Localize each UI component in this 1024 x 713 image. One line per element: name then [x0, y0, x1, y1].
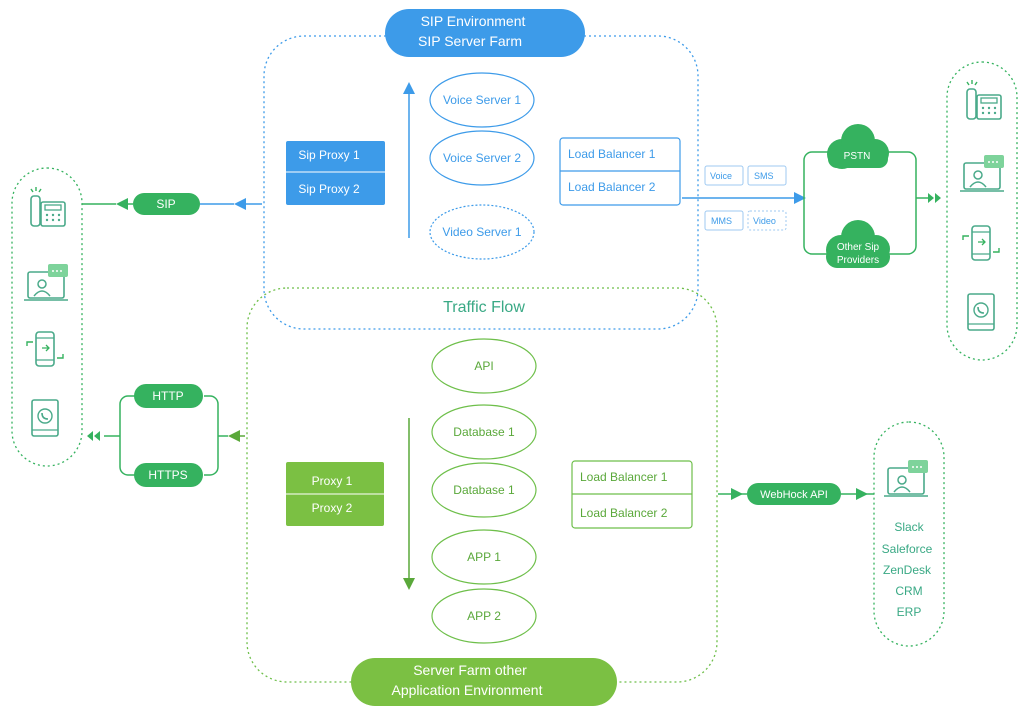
pstn-label: PSTN	[844, 151, 871, 162]
integration-crm: CRM	[895, 584, 922, 598]
app-load-balancer-2: Load Balancer 2	[580, 506, 668, 520]
mobile-sync-icon	[26, 331, 64, 367]
channel-sms-tag	[747, 165, 787, 186]
sip-proxy-2: Sip Proxy 2	[298, 182, 360, 196]
mobile-sync-icon	[962, 225, 1000, 261]
http-pill	[134, 384, 203, 408]
app-2-label: APP 2	[467, 609, 501, 623]
http-bracket-left	[119, 395, 136, 476]
app-proxy-1: Proxy 1	[312, 474, 353, 488]
https-pill	[134, 463, 203, 487]
server-farm-title-1: Server Farm other	[413, 662, 527, 678]
http-bracket-right	[204, 395, 219, 476]
traffic-flow-title: Traffic Flow	[443, 299, 525, 316]
integration-slack: Slack	[894, 520, 924, 534]
server-farm-pill	[351, 658, 617, 706]
channel-video-tag	[747, 210, 787, 231]
server-farm-title-2: Application Environment	[392, 682, 543, 698]
webhook-api-label: WebHock API	[760, 489, 828, 501]
https-label: HTTPS	[148, 468, 187, 482]
http-to-client-arrow	[87, 431, 100, 441]
carrier-devices-container	[946, 61, 1018, 361]
http-label: HTTP	[152, 389, 183, 403]
voice-server-1-node	[429, 72, 535, 128]
integration-zendesk: ZenDesk	[883, 563, 932, 577]
channel-sms-label: SMS	[754, 171, 774, 181]
carrier-bracket	[803, 151, 833, 255]
database-1-label: Database 1	[453, 425, 515, 439]
sip-load-balancer-1: Load Balancer 1	[568, 147, 656, 161]
channel-video-label: Video	[753, 216, 776, 226]
desk-phone-icon	[966, 79, 1002, 120]
tablet-call-icon	[31, 399, 59, 437]
channel-voice-tag	[704, 165, 744, 186]
api-node	[431, 338, 537, 394]
other-sip-line2: Providers	[837, 255, 879, 266]
carrier-right-bracket	[880, 151, 917, 255]
voice-server-2-label: Voice Server 2	[443, 151, 521, 165]
tablet-call-icon	[967, 293, 995, 331]
pstn-cloud	[827, 124, 889, 169]
other-sip-line1: Other Sip	[837, 242, 880, 253]
server-farm-container	[246, 287, 718, 683]
integrations-container	[873, 421, 945, 647]
channel-mms-tag	[704, 210, 744, 231]
channel-mms-label: MMS	[711, 216, 732, 226]
sip-load-balancer-2: Load Balancer 2	[568, 180, 656, 194]
video-chat-icon	[959, 154, 1005, 192]
api-label: API	[474, 359, 493, 373]
video-chat-icon	[883, 459, 929, 497]
video-chat-icon	[23, 263, 69, 301]
integration-erp: ERP	[897, 605, 922, 619]
carrier-out-arrow	[928, 193, 941, 203]
sip-protocol-label: SIP	[156, 197, 175, 211]
app-1-node	[431, 529, 537, 585]
other-sip-providers-cloud	[826, 220, 890, 268]
integration-saleforce: Saleforce	[882, 542, 933, 556]
app-2-node	[431, 588, 537, 644]
voice-server-2-node	[429, 130, 535, 186]
database-1-node	[431, 404, 537, 460]
video-server-1-node	[429, 204, 535, 260]
sip-server-farm-title: SIP Server Farm	[418, 33, 522, 49]
webhook-api-pill	[747, 483, 841, 505]
app-load-balancer-1: Load Balancer 1	[580, 470, 668, 484]
database-2-node	[431, 462, 537, 518]
voice-server-1-label: Voice Server 1	[443, 93, 521, 107]
sip-environment-pill	[385, 9, 585, 57]
desk-phone-icon	[30, 186, 66, 227]
video-server-1-label: Video Server 1	[442, 225, 521, 239]
sip-proxy-box	[286, 141, 385, 205]
app-1-label: APP 1	[467, 550, 501, 564]
client-devices-container	[11, 167, 83, 467]
sip-proxy-1: Sip Proxy 1	[298, 148, 360, 162]
database-2-label: Database 1	[453, 483, 515, 497]
sip-protocol-pill	[133, 193, 200, 215]
channel-voice-label: Voice	[710, 171, 732, 181]
sip-environment-title: SIP Environment	[421, 13, 526, 29]
app-proxy-2: Proxy 2	[312, 501, 353, 515]
